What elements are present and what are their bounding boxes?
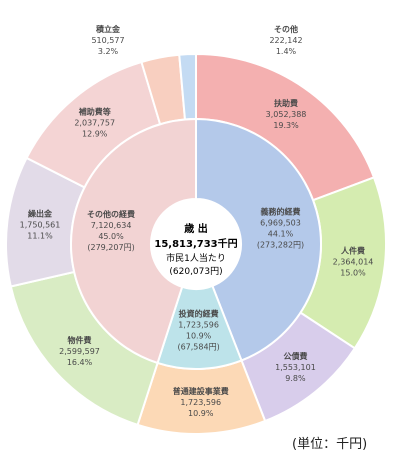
outer-label-5-value: 1,750,561 (20, 221, 61, 230)
outer-label-3-name: 普通建設事業費 (173, 386, 229, 396)
inner-label-1-value: 1,723,596 (178, 320, 219, 329)
inner-label-1-name: 投資的経費 (179, 308, 219, 318)
outer-label-4-name: 物件費 (68, 335, 92, 345)
center-total: 15,813,733千円 (154, 237, 237, 250)
outer-label-7-value: 510,577 (91, 36, 124, 45)
inner-label-0-per-capita: (273,282円) (257, 241, 304, 250)
outer-label-5-name: 繰出金 (28, 209, 53, 219)
outer-label-6-value: 2,037,757 (74, 119, 115, 128)
inner-label-1-per-capita: (67,584円) (177, 342, 219, 351)
inner-ring (70, 117, 322, 370)
center-title: 歳 出 (184, 222, 207, 235)
center-per-capita: (620,073円) (169, 266, 222, 277)
inner-label-2-percent: 45.0% (98, 232, 124, 241)
inner-label-2-value: 7,120,634 (91, 221, 132, 230)
outer-label-6-name: 補助費等 (78, 107, 111, 117)
outer-label-8-name: その他 (274, 24, 298, 34)
outer-label-1-name: 人件費 (341, 246, 365, 256)
outer-label-6-percent: 12.9% (82, 130, 108, 139)
outer-label-3-value: 1,723,596 (180, 398, 221, 407)
outer-label-1-percent: 15.0% (340, 269, 366, 278)
center-hole (151, 199, 241, 289)
outer-label-7-name: 積立金 (95, 24, 121, 34)
outer-label-3-percent: 10.9% (188, 409, 214, 418)
inner-label-1-percent: 10.9% (186, 331, 212, 340)
outer-label-2-name: 公債費 (283, 351, 307, 361)
outer-label-1-value: 2,364,014 (333, 258, 374, 267)
unit-note: (単位：千円) (292, 437, 368, 452)
outer-label-4-percent: 16.4% (67, 358, 93, 367)
outer-label-2-percent: 9.8% (285, 374, 306, 383)
center-label: 歳 出 15,813,733千円 市民1人当たり (620,073円) (154, 222, 237, 277)
outer-label-7-percent: 3.2% (98, 47, 119, 56)
outer-label-8-percent: 1.4% (276, 47, 297, 56)
center-per-capita-label: 市民1人当たり (166, 252, 226, 264)
outer-label-8-value: 222,142 (269, 36, 302, 45)
inner-label-2-name: その他の経費 (87, 209, 135, 219)
slice-labels: 扶助費 3,052,388 19.3% 人件費 2,364,014 15.0% 公債費 1,5… (20, 24, 374, 418)
outer-label-5-percent: 11.1% (27, 232, 53, 241)
inner-label-0-name: 義務的経費 (261, 207, 301, 217)
inner-label-2-per-capita: (279,207円) (87, 243, 134, 252)
outer-label-4-value: 2,599,597 (59, 347, 100, 356)
outer-label-0-value: 3,052,388 (266, 110, 307, 119)
outer-label-2-value: 1,553,101 (275, 363, 316, 372)
outer-label-0-name: 扶助費 (274, 98, 298, 108)
outer-label-0-percent: 19.3% (273, 121, 299, 130)
inner-label-0-percent: 44.1% (268, 230, 294, 239)
inner-label-0-value: 6,969,503 (260, 219, 301, 228)
